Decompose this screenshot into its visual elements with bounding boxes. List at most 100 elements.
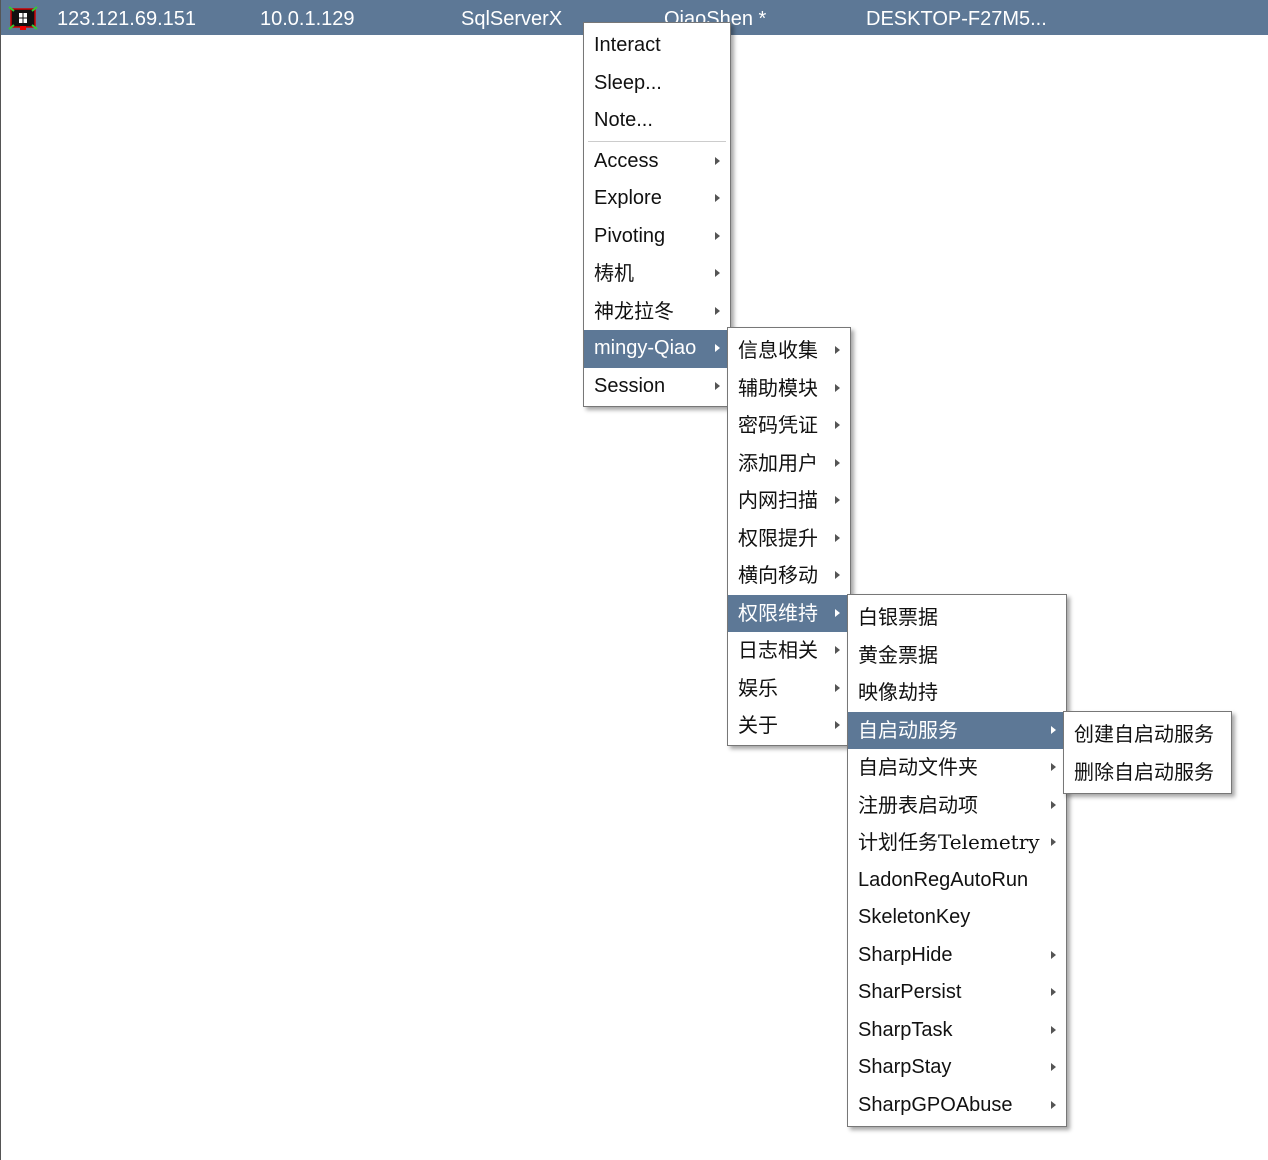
menu-item-label: 权限维持 [738, 600, 818, 625]
submenu-arrow-icon [835, 496, 840, 504]
menu-item-label: SkeletonKey [858, 906, 971, 928]
menu-item-7[interactable]: 权限维持 [728, 594, 850, 632]
menu-item-label: 黄金票据 [858, 642, 938, 667]
menu-item-label: 映像劫持 [858, 680, 938, 704]
menu-item-8[interactable]: 日志相关 [728, 632, 850, 670]
submenu-arrow-icon [835, 571, 840, 579]
session-row[interactable]: 123.121.69.151 10.0.1.129 SqlServerX Qia… [1, 0, 1268, 35]
menu-item-label: Session [594, 374, 666, 397]
menu-item-label: Access [594, 149, 659, 172]
menu-item-3[interactable]: 添加用户 [728, 445, 850, 483]
menu-item-skeletonkey[interactable]: SkeletonKey [848, 899, 1066, 937]
menu-item-sharpersist[interactable]: SharPersist [848, 974, 1066, 1012]
menu-separator [588, 140, 726, 142]
menu-item-sleep[interactable]: Sleep... [584, 65, 730, 103]
menu-item-1[interactable]: 删除自启动服务 [1064, 754, 1231, 792]
menu-item-label: 计划任务Telemetry [858, 830, 1040, 854]
menu-item-label: Note... [594, 109, 653, 131]
menu-item-1[interactable]: 辅助模块 [728, 370, 850, 408]
menu-item-label: 密码凭证 [738, 413, 818, 437]
menu-item-label: Sleep... [594, 71, 662, 94]
autostart-service-submenu: 创建自启动服务删除自启动服务 [1063, 711, 1232, 794]
menu-item-0[interactable]: 信息收集 [728, 332, 850, 370]
menu-item-ladonregautorun[interactable]: LadonRegAutoRun [848, 862, 1066, 900]
menu-item-label: 信息收集 [738, 338, 818, 362]
menu-item-4[interactable]: 内网扫描 [728, 482, 850, 520]
menu-item-interact[interactable]: Interact [584, 27, 730, 65]
submenu-arrow-icon [835, 646, 840, 654]
menu-item-label: 横向移动 [738, 563, 818, 587]
submenu-arrow-icon [715, 344, 720, 352]
menu-item-label: 权限提升 [738, 525, 818, 550]
menu-item-pivoting[interactable]: Pivoting [584, 218, 730, 256]
submenu-arrow-icon [835, 383, 840, 392]
submenu-arrow-icon [1051, 725, 1056, 734]
menu-item-label: Explore [594, 187, 662, 209]
menu-item-label: 娱乐 [738, 675, 778, 700]
menu-item-label: Pivoting [594, 224, 666, 247]
menu-item-4[interactable]: 自启动文件夹 [848, 749, 1066, 787]
mingy-qiao-submenu: 信息收集辅助模块密码凭证添加用户内网扫描权限提升横向移动权限维持日志相关娱乐关于 [727, 327, 851, 746]
menu-item-sharptask[interactable]: SharpTask [848, 1012, 1066, 1050]
menu-item-6[interactable]: 横向移动 [728, 557, 850, 595]
submenu-arrow-icon [715, 156, 720, 165]
external-ip: 123.121.69.151 [57, 8, 197, 30]
submenu-arrow-icon [835, 533, 840, 542]
menu-item-label: 自启动文件夹 [858, 755, 978, 779]
menu-item-0[interactable]: 白银票据 [848, 599, 1066, 637]
menu-item-label: 梼机 [594, 261, 634, 285]
menu-item-label: mingy-Qiao [594, 337, 697, 359]
menu-item-label: 自启动服务 [858, 717, 958, 742]
submenu-arrow-icon [1051, 763, 1056, 771]
menu-item-label: SharpTask [858, 1018, 953, 1041]
menu-item-4[interactable]: 神龙拉冬 [584, 293, 730, 331]
menu-item-sharpgpoabuse[interactable]: SharpGPOAbuse [848, 1087, 1066, 1125]
submenu-arrow-icon [835, 421, 840, 429]
submenu-arrow-icon [715, 194, 720, 202]
submenu-arrow-icon [835, 458, 840, 467]
menu-item-label: 白银票据 [858, 605, 938, 629]
menu-item-access[interactable]: Access [584, 143, 730, 181]
menu-item-2[interactable]: 密码凭证 [728, 407, 850, 445]
menu-item-label: Interact [594, 34, 661, 56]
menu-item-label: 辅助模块 [738, 375, 818, 400]
beacon-icon [8, 6, 38, 30]
menu-item-9[interactable]: 娱乐 [728, 670, 850, 708]
menu-item-sharpstay[interactable]: SharpStay [848, 1049, 1066, 1087]
computer: DESKTOP-F27M5... [866, 8, 1047, 30]
menu-item-label: 删除自启动服务 [1074, 759, 1214, 784]
menu-item-0[interactable]: 创建自启动服务 [1064, 716, 1231, 754]
menu-item-10[interactable]: 关于 [728, 707, 850, 745]
menu-item-3[interactable]: 自启动服务 [848, 711, 1066, 749]
submenu-arrow-icon [1051, 988, 1056, 996]
submenu-arrow-icon [1051, 1100, 1056, 1109]
persistence-submenu: 白银票据黄金票据映像劫持自启动服务自启动文件夹注册表启动项计划任务Telemet… [847, 594, 1067, 1127]
menu-item-label: 日志相关 [738, 638, 818, 662]
menu-item-1[interactable]: 黄金票据 [848, 637, 1066, 675]
menu-item-session[interactable]: Session [584, 368, 730, 406]
menu-item-sharphide[interactable]: SharpHide [848, 937, 1066, 975]
menu-item-5[interactable]: 权限提升 [728, 520, 850, 558]
menu-item-label: 关于 [738, 713, 778, 737]
submenu-arrow-icon [715, 231, 720, 240]
menu-item-explore[interactable]: Explore [584, 180, 730, 218]
submenu-arrow-icon [1051, 1025, 1056, 1034]
menu-item-2[interactable]: 映像劫持 [848, 674, 1066, 712]
submenu-arrow-icon [1051, 950, 1056, 959]
menu-item-mingy-qiao[interactable]: mingy-Qiao [584, 330, 730, 368]
menu-item-5[interactable]: 注册表启动项 [848, 787, 1066, 825]
menu-item-label: SharpGPOAbuse [858, 1093, 1013, 1116]
menu-item-note[interactable]: Note... [584, 102, 730, 140]
menu-item-6[interactable]: 计划任务Telemetry [848, 824, 1066, 862]
listener: SqlServerX [461, 8, 563, 30]
submenu-arrow-icon [1051, 838, 1056, 846]
submenu-arrow-icon [835, 346, 840, 354]
submenu-arrow-icon [835, 721, 840, 729]
menu-item-label: SharpStay [858, 1056, 952, 1078]
menu-item-label: SharpHide [858, 943, 953, 966]
submenu-arrow-icon [835, 608, 840, 617]
menu-item-3[interactable]: 梼机 [584, 255, 730, 293]
menu-item-label: LadonRegAutoRun [858, 868, 1029, 891]
submenu-arrow-icon [715, 269, 720, 277]
